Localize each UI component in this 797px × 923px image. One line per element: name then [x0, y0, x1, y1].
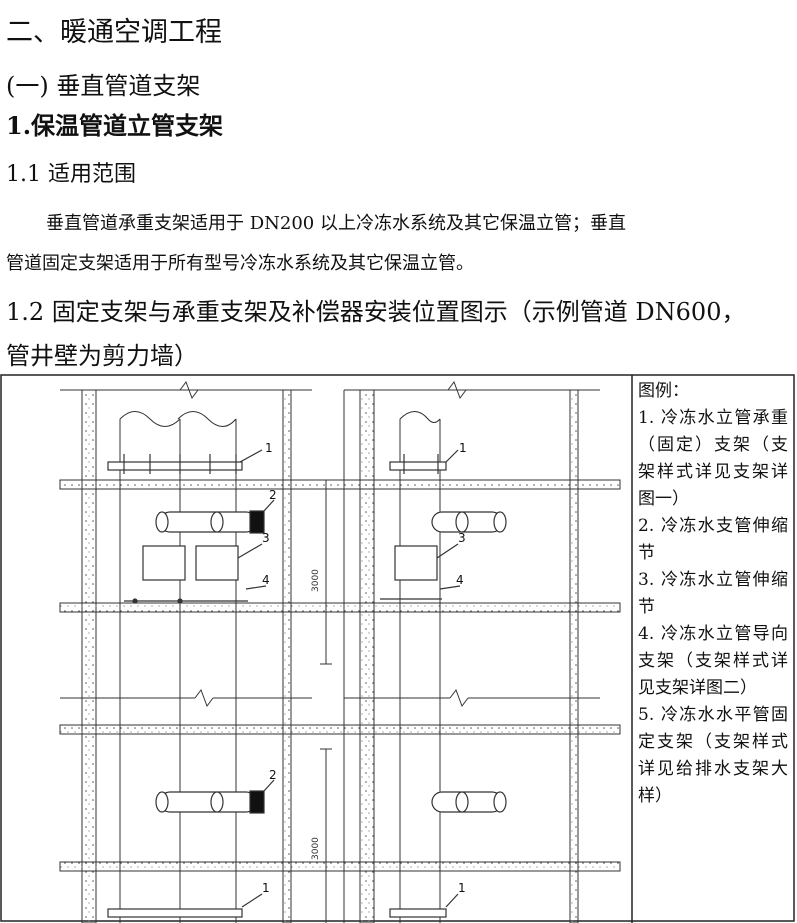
- callout-1-bottom-right: 1: [458, 881, 466, 895]
- callout-1-top-left: 1: [265, 441, 273, 455]
- scope-paragraph-line-2: 管道固定支架适用于所有型号冷冻水系统及其它保温立管。: [6, 253, 474, 274]
- callout-2-lower-left: 2: [269, 768, 277, 782]
- dimension-lower: [320, 748, 332, 923]
- legend-item: 4. 冷冻水立管导向支架（支架样式详见支架详图二）: [638, 624, 788, 698]
- drawing-frame: [0, 374, 795, 922]
- callout-1-top-right: 1: [459, 441, 467, 455]
- branch-pipe-right: [431, 511, 507, 533]
- bearing-support-top-right: [389, 449, 459, 474]
- legend-item: 2. 冷冻水支管伸缩节: [638, 516, 788, 563]
- installation-drawing: 1 1 2 3 3 4 4 2 1 1 3000 3000: [0, 374, 797, 923]
- subsection-heading: 1.保温管道立管支架: [6, 111, 224, 140]
- branch-pipe-left: [155, 499, 275, 534]
- legend-title: 图例：: [638, 381, 689, 401]
- figure-heading-line-2: 管井壁为剪力墙）: [6, 342, 198, 370]
- guide-support-right: [380, 585, 461, 600]
- callout-2-left: 2: [269, 488, 277, 502]
- scope-heading: 1.1 适用范围: [6, 162, 136, 187]
- left-risers: [119, 411, 237, 923]
- guide-support-left: [124, 585, 267, 604]
- break-symbol: [447, 380, 467, 400]
- branch-pipe-lower-right: [431, 791, 507, 813]
- legend-item: 3. 冷冻水立管伸缩节: [638, 570, 788, 617]
- dimension-label-lower: 3000: [311, 837, 321, 860]
- right-riser: [399, 411, 441, 923]
- drawing-svg: 1 1 2 3 3 4 4 2 1 1 3000 3000: [0, 374, 795, 923]
- bearing-support-top-left: [107, 449, 263, 474]
- riser-expansion-joint-right: [394, 543, 459, 581]
- dimension-label-upper: 3000: [311, 569, 321, 592]
- legend-panel: 图例： 1. 冷冻水立管承重（固定）支架（支架样式详见支架详图一） 2. 冷冻水…: [632, 374, 794, 923]
- branch-pipe-lower-left: [155, 779, 275, 814]
- scope-paragraph-line-1: 垂直管道承重支架适用于 DN200 以上冷冻水系统及其它保温立管；垂直: [46, 213, 626, 234]
- callout-3-right: 3: [458, 531, 466, 545]
- callout-1-bottom-left: 1: [262, 881, 270, 895]
- left-shaft-wall-b: [282, 389, 292, 923]
- floor-slabs: [59, 479, 621, 872]
- right-shaft-wall-a: [359, 389, 375, 923]
- legend-item: 5. 冷冻水水平管固定支架（支架样式详见给排水支架大样）: [638, 705, 788, 806]
- figure-heading-line-1: 1.2 固定支架与承重支架及补偿器安装位置图示（示例管道 DN600，: [6, 298, 746, 326]
- right-shaft-wall-b: [569, 389, 579, 923]
- break-symbol: [179, 380, 199, 400]
- callout-4-right: 4: [456, 573, 464, 587]
- section-heading: (一) 垂直管道支架: [6, 72, 201, 100]
- callout-3-left: 3: [262, 531, 270, 545]
- left-shaft-wall-a: [81, 389, 97, 923]
- bearing-support-bottom: [107, 893, 459, 918]
- page-title: 二、暖通空调工程: [6, 17, 222, 48]
- callout-4-left: 4: [262, 573, 270, 587]
- dimension-upper: [320, 479, 332, 665]
- legend-item: 1. 冷冻水立管承重（固定）支架（支架样式详见支架详图一）: [638, 408, 788, 509]
- riser-expansion-joints-left: [142, 543, 263, 581]
- break-line: [60, 688, 600, 708]
